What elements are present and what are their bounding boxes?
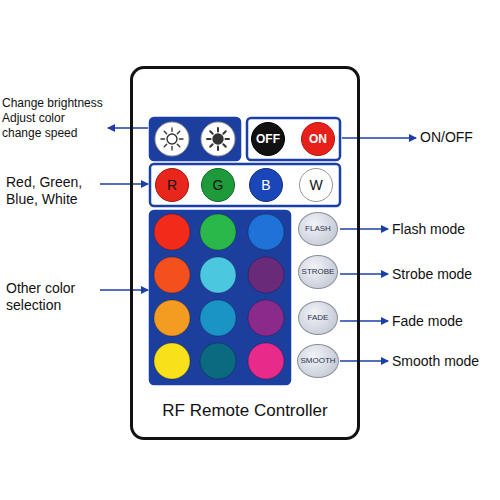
button-label: STROBE [302,268,335,276]
power-group [247,118,340,160]
color-button: B [249,168,283,202]
button-label: FADE [308,314,329,322]
button-label: W [309,178,322,192]
power-button: OFF [251,122,285,156]
button-label: OFF [256,133,280,145]
color-button: W [299,168,333,202]
color-button [154,343,190,379]
button-label: SMOOTH [300,357,335,365]
sun-ray [223,131,225,133]
label-holder: Smooth mode [392,353,497,370]
sun-ray [161,138,165,139]
label-holder: Fade mode [392,313,497,330]
sun-ray [210,131,212,133]
label-holder: Change brightness Adjust color change sp… [2,96,104,141]
brightness-up-button [201,122,235,156]
callout-label: Red, Green, Blue, White [6,174,82,207]
sun-ray [171,128,172,132]
color-group [150,211,290,384]
callout-label: ON/OFF [420,129,473,145]
mode-button: FADE [298,301,338,335]
sun-ray [226,138,230,140]
label-holder: Other color selection [6,280,98,314]
brightness-group [150,118,240,160]
color-button [248,343,284,379]
button-label: G [213,178,224,192]
color-button [200,343,236,379]
mode-label: Smooth mode [392,353,479,369]
callout-label: Other color selection [6,280,75,313]
leader-arrow [340,320,388,322]
color-button [248,300,284,336]
sun-core [213,134,223,144]
sun-ray [180,138,184,139]
leader-arrow [340,228,388,230]
mode-label: Fade mode [392,313,463,329]
callout-label: Change brightness Adjust color change sp… [2,96,103,140]
leader-arrow [108,127,148,129]
button-label: FLASH [305,225,331,233]
sun-ray [164,131,166,133]
mode-button: SMOOTH [297,344,339,378]
sun-ray [217,128,219,132]
label-holder: Strobe mode [392,266,497,283]
color-button: R [155,168,189,202]
label-holder: Red, Green, Blue, White [6,174,98,208]
color-button [154,257,190,293]
power-button: ON [301,122,335,156]
color-button [154,214,190,250]
color-button [200,257,236,293]
color-button: G [201,168,235,202]
color-button [200,300,236,336]
sun-ray [171,147,172,151]
label-holder: ON/OFF [420,129,498,146]
color-button [248,214,284,250]
color-buttons [154,214,284,379]
title-holder: RF Remote Controller [133,401,357,421]
sun-ray [177,144,179,146]
leader-arrow [342,137,416,139]
button-label: R [167,178,177,192]
color-button [248,257,284,293]
sun-ray [217,147,219,151]
sun-ray [207,138,211,140]
sun-ray [223,144,225,146]
button-label: B [261,178,270,192]
mode-label: Flash mode [392,221,465,237]
rgbw-group [150,164,340,206]
sun-ray [210,144,212,146]
sun-ray [177,131,179,133]
mode-button: STROBE [298,255,338,289]
sun-ray [164,144,166,146]
leader-arrow [100,289,148,291]
mode-button: FLASH [298,212,338,246]
color-button [200,214,236,250]
leader-arrow [100,183,148,185]
remote-title: RF Remote Controller [162,401,327,420]
color-button [154,300,190,336]
sun-icon [161,128,183,150]
sun-core [167,134,177,144]
mode-label: Strobe mode [392,266,472,282]
label-holder: Flash mode [392,221,497,238]
leader-arrow [340,273,388,275]
leader-arrow [340,360,388,362]
button-label: ON [309,133,327,145]
sun-icon [207,128,229,150]
remote-body: RF Remote Controller OFF ON R G B W FLASH STROBE… [130,66,360,440]
brightness-down-button [155,122,189,156]
